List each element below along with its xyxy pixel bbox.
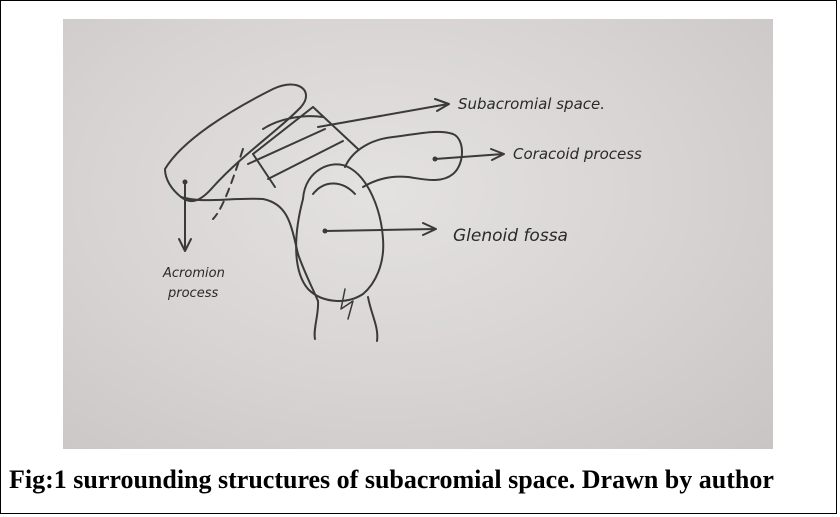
- glenoid-dot: [323, 229, 328, 234]
- label-acromion-line2: process: [167, 286, 218, 301]
- acromion-dot: [183, 180, 188, 185]
- space-arrow-3: [268, 141, 343, 179]
- label-glenoid: Glenoid fossa: [453, 226, 568, 246]
- scapula-body-left: [315, 301, 319, 339]
- acromion-inner-line: [213, 149, 243, 219]
- figure-photo: Subacromial space. Coracoid process Glen…: [63, 19, 773, 449]
- scapula-crack: [341, 289, 353, 319]
- figure-caption: Fig:1 surrounding structures of subacrom…: [9, 457, 829, 503]
- scapula-body-right: [368, 297, 377, 341]
- space-arrow-4: [253, 154, 275, 187]
- space-arrow-5: [313, 107, 358, 149]
- glenoid-inner: [313, 183, 355, 194]
- coracoid-dot: [433, 157, 438, 162]
- label-subacromial: Subacromial space.: [458, 95, 605, 113]
- pencil-sketch: Subacromial space. Coracoid process Glen…: [63, 19, 773, 449]
- space-arrow-1: [253, 107, 313, 154]
- coracoid-pointer: [435, 149, 504, 160]
- subacromial-pointer: [318, 99, 449, 127]
- label-acromion-line1: Acromion: [162, 266, 225, 281]
- acromion-pointer: [179, 184, 191, 251]
- space-arrow-2: [248, 129, 325, 164]
- label-coracoid: Coracoid process: [513, 145, 642, 163]
